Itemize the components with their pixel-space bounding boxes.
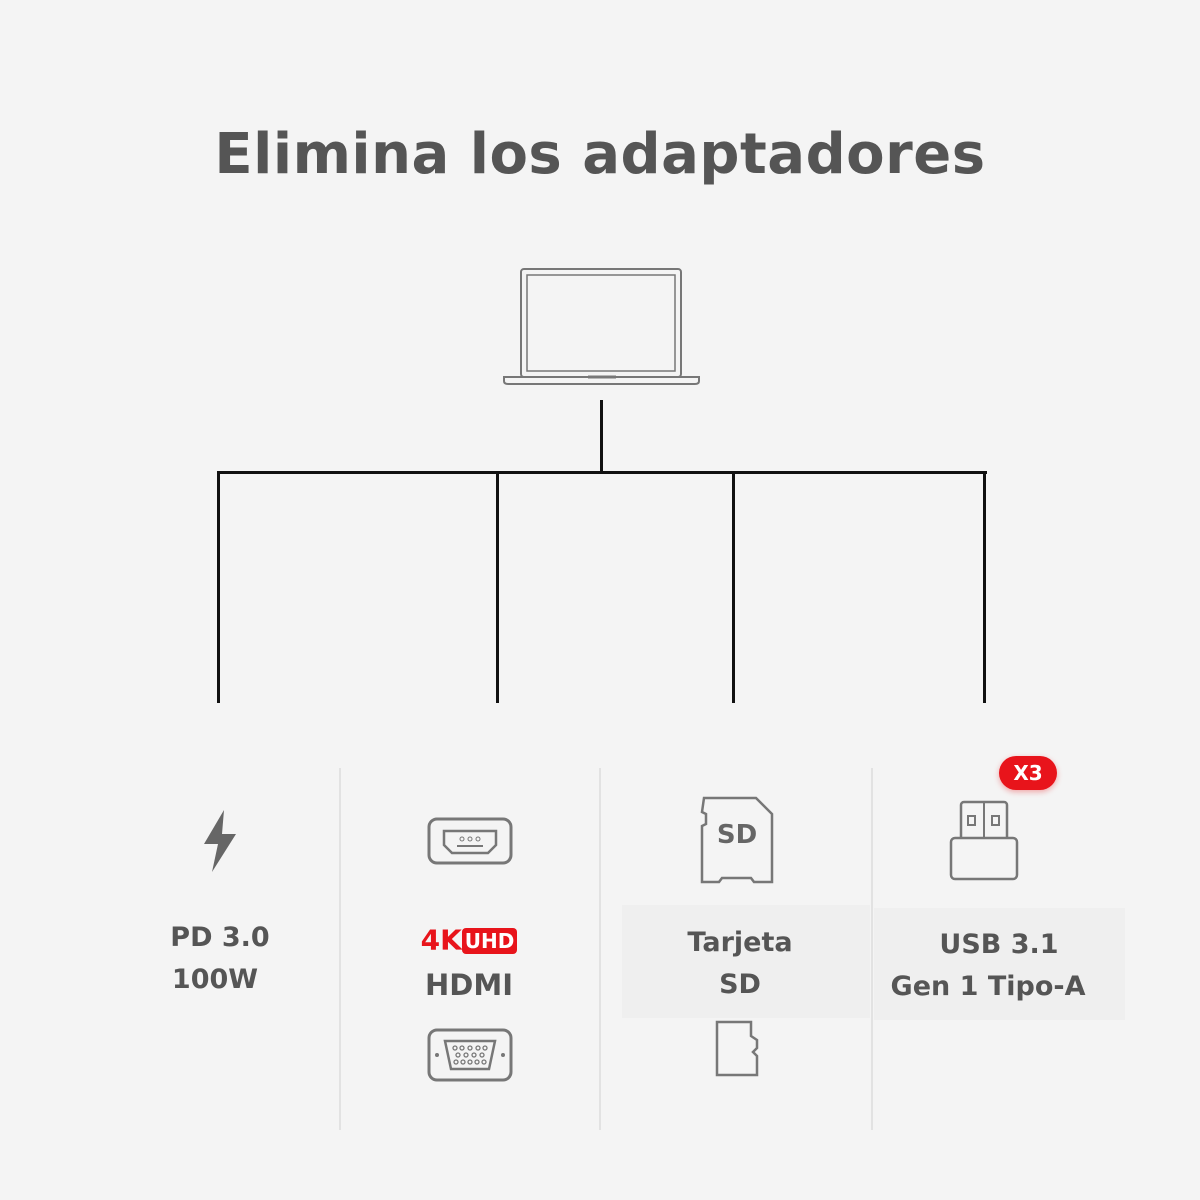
pd-label: PD 3.0 100W <box>170 922 270 995</box>
panel-bg <box>874 908 1125 1020</box>
divider <box>599 768 601 1130</box>
divider <box>339 768 341 1130</box>
lightning-icon <box>204 810 236 872</box>
page-title: Elimina los adaptadores <box>214 122 986 187</box>
panel-bg <box>622 905 870 1018</box>
hdmi-port-icon <box>427 817 513 865</box>
usb-label: USB 3.1 Gen 1 Tipo-A <box>890 929 1086 1002</box>
hdmi-label: HDMI <box>425 968 513 1002</box>
laptop-icon <box>503 268 700 385</box>
count-badge: X3 <box>999 756 1057 790</box>
usb-a-icon <box>949 800 1019 881</box>
divider <box>871 768 873 1130</box>
vga-port-icon <box>427 1028 513 1082</box>
sd-card-icon: SD <box>700 796 774 886</box>
sd-label: Tarjeta SD <box>687 927 793 1000</box>
microsd-card-icon <box>715 1020 759 1077</box>
